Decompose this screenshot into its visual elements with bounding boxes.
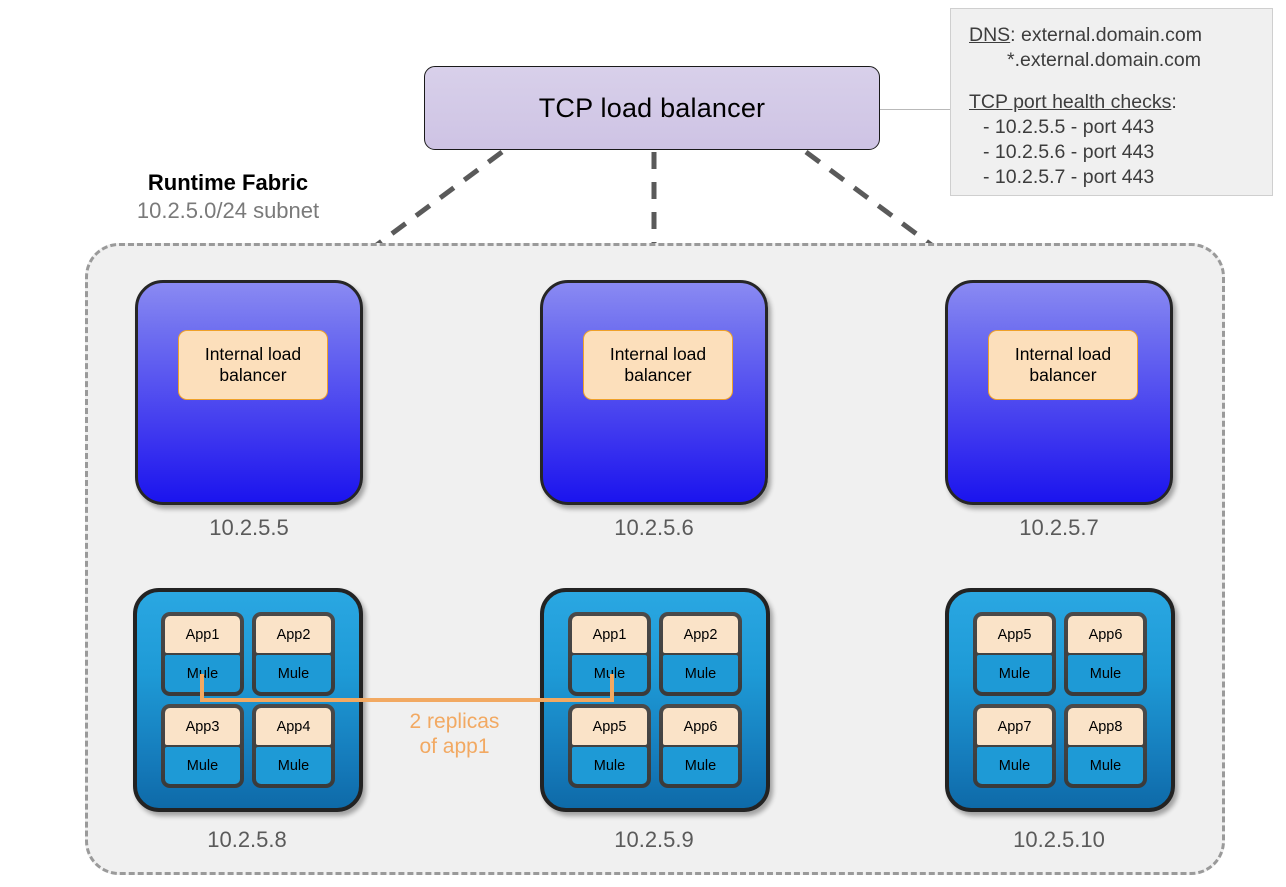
lb-node-3[interactable]: Internal load balancer [945, 280, 1173, 505]
app-name-label: App2 [663, 616, 738, 653]
app-cell[interactable]: App5 Mule [973, 612, 1056, 696]
worker-node-2-ip: 10.2.5.9 [614, 827, 694, 852]
app-name-label: App1 [572, 616, 647, 653]
app-name-label: App4 [256, 708, 331, 745]
lb-node-1-ip: 10.2.5.5 [209, 515, 289, 540]
mule-runtime-label: Mule [1068, 747, 1143, 784]
app-cell[interactable]: App3 Mule [161, 704, 244, 788]
worker-node-3-ip: 10.2.5.10 [1013, 827, 1105, 852]
health-check-title-line: TCP port health checks: [969, 91, 1177, 113]
mule-runtime-label: Mule [165, 747, 240, 784]
lb-node-1[interactable]: Internal load balancer [135, 280, 363, 505]
app-name-label: App8 [1068, 708, 1143, 745]
worker-node-1-ip: 10.2.5.8 [207, 827, 287, 852]
mule-runtime-label: Mule [663, 655, 738, 692]
internal-load-balancer-label: Internal load balancer [609, 344, 707, 385]
health-check-item: - 10.2.5.6 - port 443 [983, 141, 1155, 163]
app-cell[interactable]: App2 Mule [252, 612, 335, 696]
mule-runtime-label: Mule [256, 655, 331, 692]
app-cell[interactable]: App2 Mule [659, 612, 742, 696]
replica-note-line1: 2 replicas [409, 710, 500, 733]
app-cell[interactable]: App8 Mule [1064, 704, 1147, 788]
worker-node-3[interactable]: App5 Mule App6 Mule App7 Mule App8 Mule [945, 588, 1175, 812]
internal-load-balancer-box[interactable]: Internal load balancer [988, 330, 1138, 400]
replica-note-line2: of app1 [419, 735, 490, 758]
internal-load-balancer-box[interactable]: Internal load balancer [178, 330, 328, 400]
annotation-connector-line [880, 109, 950, 110]
app-name-label: App2 [256, 616, 331, 653]
mule-runtime-label: Mule [256, 747, 331, 784]
lb-node-2[interactable]: Internal load balancer [540, 280, 768, 505]
internal-load-balancer-box[interactable]: Internal load balancer [583, 330, 733, 400]
mule-runtime-label: Mule [572, 655, 647, 692]
runtime-fabric-title: Runtime Fabric [147, 170, 309, 195]
app-name-label: App5 [977, 616, 1052, 653]
app-cell[interactable]: App1 Mule [568, 612, 651, 696]
app-cell[interactable]: App6 Mule [1064, 612, 1147, 696]
dns-label: DNS [969, 24, 1011, 46]
mule-runtime-label: Mule [663, 747, 738, 784]
lb-node-3-ip: 10.2.5.7 [1019, 515, 1099, 540]
health-check-item: - 10.2.5.5 - port 443 [983, 116, 1155, 138]
mule-runtime-label: Mule [977, 747, 1052, 784]
annotation-spacer [969, 73, 1262, 90]
internal-load-balancer-label: Internal load balancer [204, 344, 302, 385]
app-name-label: App6 [1068, 616, 1143, 653]
app-name-label: App6 [663, 708, 738, 745]
app-cell[interactable]: App4 Mule [252, 704, 335, 788]
mule-runtime-label: Mule [1068, 655, 1143, 692]
replica-connector-line [180, 672, 640, 712]
app-name-label: App7 [977, 708, 1052, 745]
internal-load-balancer-label: Internal load balancer [1014, 344, 1112, 385]
dns-value: external.domain.com [1021, 24, 1203, 46]
app-cell[interactable]: App5 Mule [568, 704, 651, 788]
app-cell[interactable]: App6 Mule [659, 704, 742, 788]
health-check-title: TCP port health checks [969, 91, 1172, 113]
mule-runtime-label: Mule [572, 747, 647, 784]
dns-wildcard: *.external.domain.com [1007, 49, 1202, 71]
app-cell[interactable]: App7 Mule [973, 704, 1056, 788]
app-name-label: App3 [165, 708, 240, 745]
app-name-label: App5 [572, 708, 647, 745]
runtime-fabric-subnet: 10.2.5.0/24 subnet [136, 198, 320, 223]
replica-note: 2 replicas of app1 [382, 709, 527, 759]
mule-runtime-label: Mule [977, 655, 1052, 692]
app-name-label: App1 [165, 616, 240, 653]
lb-node-2-ip: 10.2.5.6 [614, 515, 694, 540]
dns-line: DNS: external.domain.com [969, 24, 1203, 46]
tcp-load-balancer-box[interactable]: TCP load balancer [424, 66, 880, 150]
health-check-item: - 10.2.5.7 - port 443 [983, 166, 1155, 188]
annotation-panel: DNS: external.domain.com *.external.doma… [950, 8, 1273, 196]
tcp-load-balancer-label: TCP load balancer [538, 92, 766, 123]
